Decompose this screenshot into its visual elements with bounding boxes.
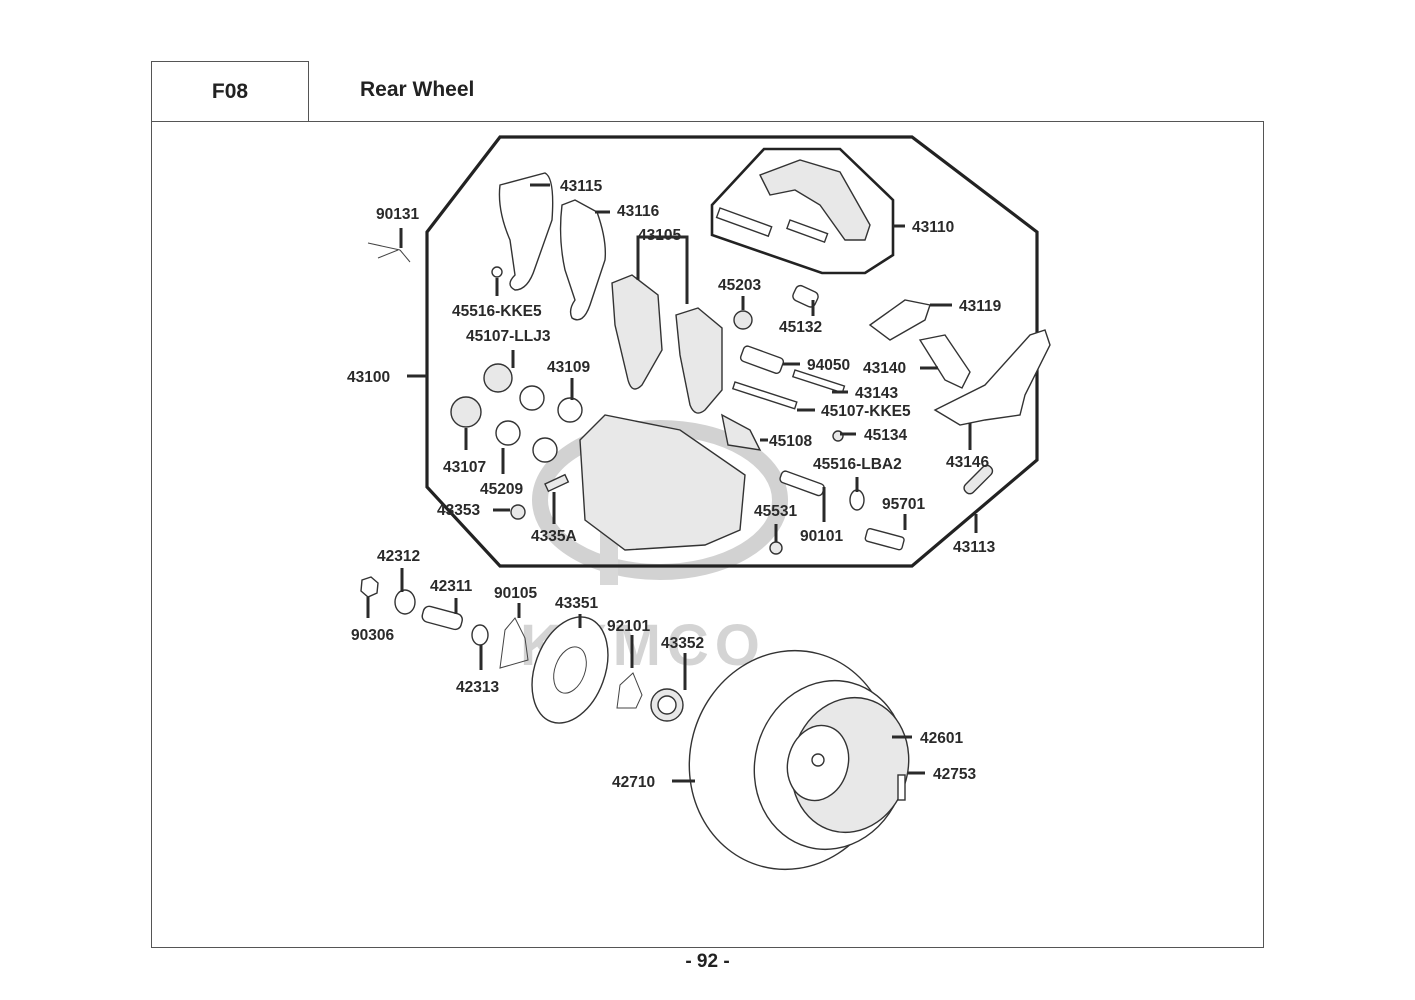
label-42311[interactable]: 42311 xyxy=(430,578,473,595)
label-45531[interactable]: 45531 xyxy=(754,503,797,520)
label-43119[interactable]: 43119 xyxy=(959,298,1002,315)
section-code-cell: F08 xyxy=(151,61,309,121)
label-45107-kke5[interactable]: 45107-KKE5 xyxy=(821,403,911,420)
sensor-ring-inner xyxy=(657,695,677,715)
label-42753[interactable]: 42753 xyxy=(933,766,976,783)
page-number: - 92 - xyxy=(685,951,730,972)
caliper-assembly-group-border xyxy=(425,135,1039,568)
label-43100[interactable]: 43100 xyxy=(347,369,390,386)
label-94050[interactable]: 94050 xyxy=(807,357,850,374)
brake-pad-right xyxy=(675,307,723,414)
bracket-pin-a xyxy=(715,207,773,238)
label-90105[interactable]: 90105 xyxy=(494,585,537,602)
pad-spring-45108 xyxy=(721,413,762,451)
section-code: F08 xyxy=(211,79,249,103)
clip-90131 xyxy=(367,242,411,263)
label-43143[interactable]: 43143 xyxy=(855,385,898,402)
bracket-pin-b xyxy=(786,219,829,244)
cap-45531 xyxy=(769,541,783,555)
label-4335a[interactable]: 4335A xyxy=(531,528,577,545)
brake-pad-left xyxy=(611,274,663,390)
label-45209[interactable]: 45209 xyxy=(480,481,523,498)
brake-lever-43146 xyxy=(933,329,1051,426)
label-95701[interactable]: 95701 xyxy=(882,496,925,513)
label-90101[interactable]: 90101 xyxy=(800,528,843,545)
pin-45107-kke5 xyxy=(731,381,798,410)
seal-c xyxy=(495,420,521,446)
bleeder-screw-4335a xyxy=(544,473,570,493)
gasket-43119 xyxy=(868,299,931,341)
brake-disc-43351 xyxy=(531,616,609,724)
label-45108[interactable]: 45108 xyxy=(769,433,812,450)
bolts-90105 xyxy=(499,617,529,669)
label-90306[interactable]: 90306 xyxy=(351,627,394,644)
label-43110[interactable]: 43110 xyxy=(912,219,954,236)
label-43113[interactable]: 43113 xyxy=(953,539,996,556)
bracket-group-border xyxy=(710,147,895,275)
label-45134[interactable]: 45134 xyxy=(864,427,907,444)
label-43115[interactable]: 43115 xyxy=(560,178,603,195)
label-92101[interactable]: 92101 xyxy=(607,618,650,635)
caliper-body xyxy=(579,414,746,551)
bleeder-43353 xyxy=(510,504,526,520)
seal-b xyxy=(557,397,583,423)
label-45516-kke5[interactable]: 45516-KKE5 xyxy=(452,303,542,320)
label-42601[interactable]: 42601 xyxy=(920,730,963,747)
diagram-frame xyxy=(151,121,1264,948)
pad-shim-43115 xyxy=(498,172,554,291)
label-90131[interactable]: 90131 xyxy=(376,206,419,223)
plug-43107 xyxy=(450,396,482,428)
label-43116[interactable]: 43116 xyxy=(617,203,660,220)
label-45132[interactable]: 45132 xyxy=(779,319,822,336)
label-42710[interactable]: 42710 xyxy=(612,774,655,791)
label-43353[interactable]: 43353 xyxy=(437,502,480,519)
label-43351[interactable]: 43351 xyxy=(555,595,598,612)
valve-42753 xyxy=(897,774,906,801)
label-45107-llj3[interactable]: 45107-LLJ3 xyxy=(466,328,551,345)
collar-42311 xyxy=(421,605,463,631)
label-42313[interactable]: 42313 xyxy=(456,679,499,696)
seal-d xyxy=(532,437,558,463)
sleeve-94050 xyxy=(739,345,785,374)
label-45203[interactable]: 45203 xyxy=(718,277,761,294)
washer-45516-kke5 xyxy=(491,266,503,278)
seal-45203 xyxy=(733,310,753,330)
part-labels: 43115 43116 43105 43110 90131 45516-KKE5… xyxy=(347,178,1002,791)
boot-45132 xyxy=(792,284,819,308)
disc-hub xyxy=(553,646,587,694)
spring-43113 xyxy=(963,464,994,495)
caliper-bracket xyxy=(759,159,871,241)
leader-lines xyxy=(366,183,978,783)
section-title: Rear Wheel xyxy=(360,78,475,101)
plug-45107-llj3 xyxy=(483,363,513,393)
seal-a xyxy=(519,385,545,411)
label-43140[interactable]: 43140 xyxy=(863,360,906,377)
label-45516-lba2[interactable]: 45516-LBA2 xyxy=(813,456,902,473)
lever-plate-43140 xyxy=(918,334,971,389)
label-42312[interactable]: 42312 xyxy=(377,548,420,565)
label-43109[interactable]: 43109 xyxy=(547,359,590,376)
header-divider xyxy=(151,121,1264,122)
seal-42313 xyxy=(471,624,489,646)
bolt-95701 xyxy=(864,527,905,551)
label-43107[interactable]: 43107 xyxy=(443,459,486,476)
wheel-axle-hole xyxy=(811,753,825,767)
label-43146[interactable]: 43146 xyxy=(946,454,989,471)
pin-43143 xyxy=(791,369,846,394)
label-43352[interactable]: 43352 xyxy=(661,635,704,652)
washer-45516-lba2 xyxy=(849,489,865,511)
label-43105[interactable]: 43105 xyxy=(638,227,681,244)
pad-spring-43116 xyxy=(559,199,607,321)
bolts-92101 xyxy=(616,672,643,709)
nut-90306 xyxy=(360,576,379,598)
collar-42312 xyxy=(394,589,416,615)
